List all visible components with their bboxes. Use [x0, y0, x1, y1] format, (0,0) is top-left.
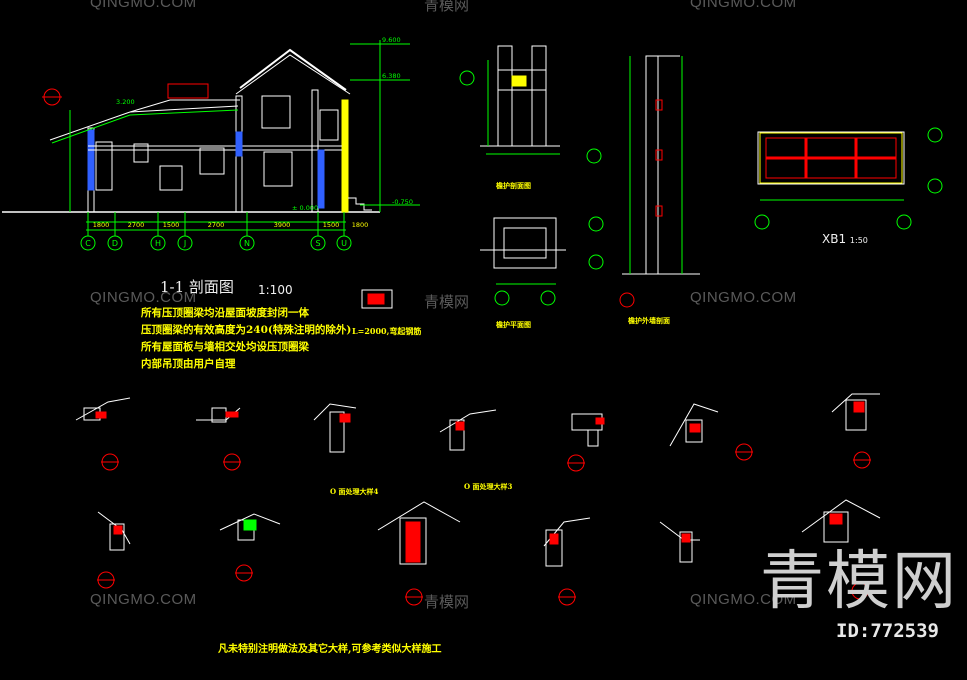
note-line-4: 内部吊顶由用户自理 [141, 358, 236, 370]
axis-label: D [112, 239, 118, 248]
beam-length-label: L=2000,弯起钢筋 [352, 326, 422, 336]
xb1-plan [754, 127, 943, 230]
parapet-wall-label: 檐护外墙剖面 [628, 316, 670, 325]
axis-label: J [183, 239, 186, 248]
elevation-label: ± 0.000 [292, 204, 318, 212]
watermark: QINGMO.COM [690, 289, 797, 306]
axis-label: H [155, 239, 161, 248]
note-line-3: 所有屋面板与墙相交处均设压顶圈梁 [141, 341, 309, 353]
dim-label: 2700 [208, 221, 225, 229]
axis-bubbles [80, 235, 352, 251]
parapet-plan-label: 檐护平面图 [496, 320, 531, 329]
xb1-title: XB1 1:50 [822, 232, 868, 246]
parapet-section-label: 檐护剖面图 [496, 181, 531, 190]
parapet-section [459, 45, 602, 164]
watermark: QINGMO.COM [90, 289, 197, 306]
section-drawing [2, 40, 420, 236]
elevation-label: 6.380 [382, 72, 401, 80]
note-line-2: 压顶圈梁的有效高度为240(特殊注明的除外) [141, 324, 352, 336]
dim-label: 1800 [93, 221, 110, 229]
site-logo: 青模网 [760, 545, 958, 619]
node-label-4: O 面处理大样4 [330, 487, 379, 496]
watermark: 青模网 [424, 0, 470, 14]
node-details [75, 393, 881, 606]
watermark: 青模网 [424, 593, 470, 611]
watermark: 青模网 [424, 293, 470, 311]
resource-id: ID:772539 [836, 620, 939, 642]
general-note: 凡未特别注明做法及其它大样,可参考类似大样施工 [218, 644, 442, 655]
dim-label: 1500 [323, 221, 340, 229]
section-scale: 1:100 [258, 283, 293, 297]
elevation-label: 9.600 [382, 36, 401, 44]
beam-detail [361, 289, 393, 309]
watermark: QINGMO.COM [690, 0, 797, 11]
axis-label: U [341, 239, 347, 248]
axis-label: N [244, 239, 250, 248]
parapet-plan [480, 216, 604, 306]
elevation-label: 3.200 [116, 98, 135, 106]
axis-label: S [315, 239, 320, 248]
note-line-1: 所有压顶圈梁均沿屋面坡度封闭一体 [141, 307, 309, 319]
wall-section [619, 55, 700, 308]
dim-label: 1800 [352, 221, 369, 229]
dim-label: 2700 [128, 221, 145, 229]
dim-label: 1500 [163, 221, 180, 229]
dim-label: 3900 [274, 221, 291, 229]
node-label-3: O 面处理大样3 [464, 482, 513, 491]
elevation-label: -0.750 [392, 198, 413, 206]
watermark: QINGMO.COM [90, 591, 197, 608]
watermark: QINGMO.COM [690, 591, 797, 608]
axis-label: C [85, 239, 91, 248]
watermark: QINGMO.COM [90, 0, 197, 11]
section-title: 1-1 剖面图 [160, 278, 234, 296]
